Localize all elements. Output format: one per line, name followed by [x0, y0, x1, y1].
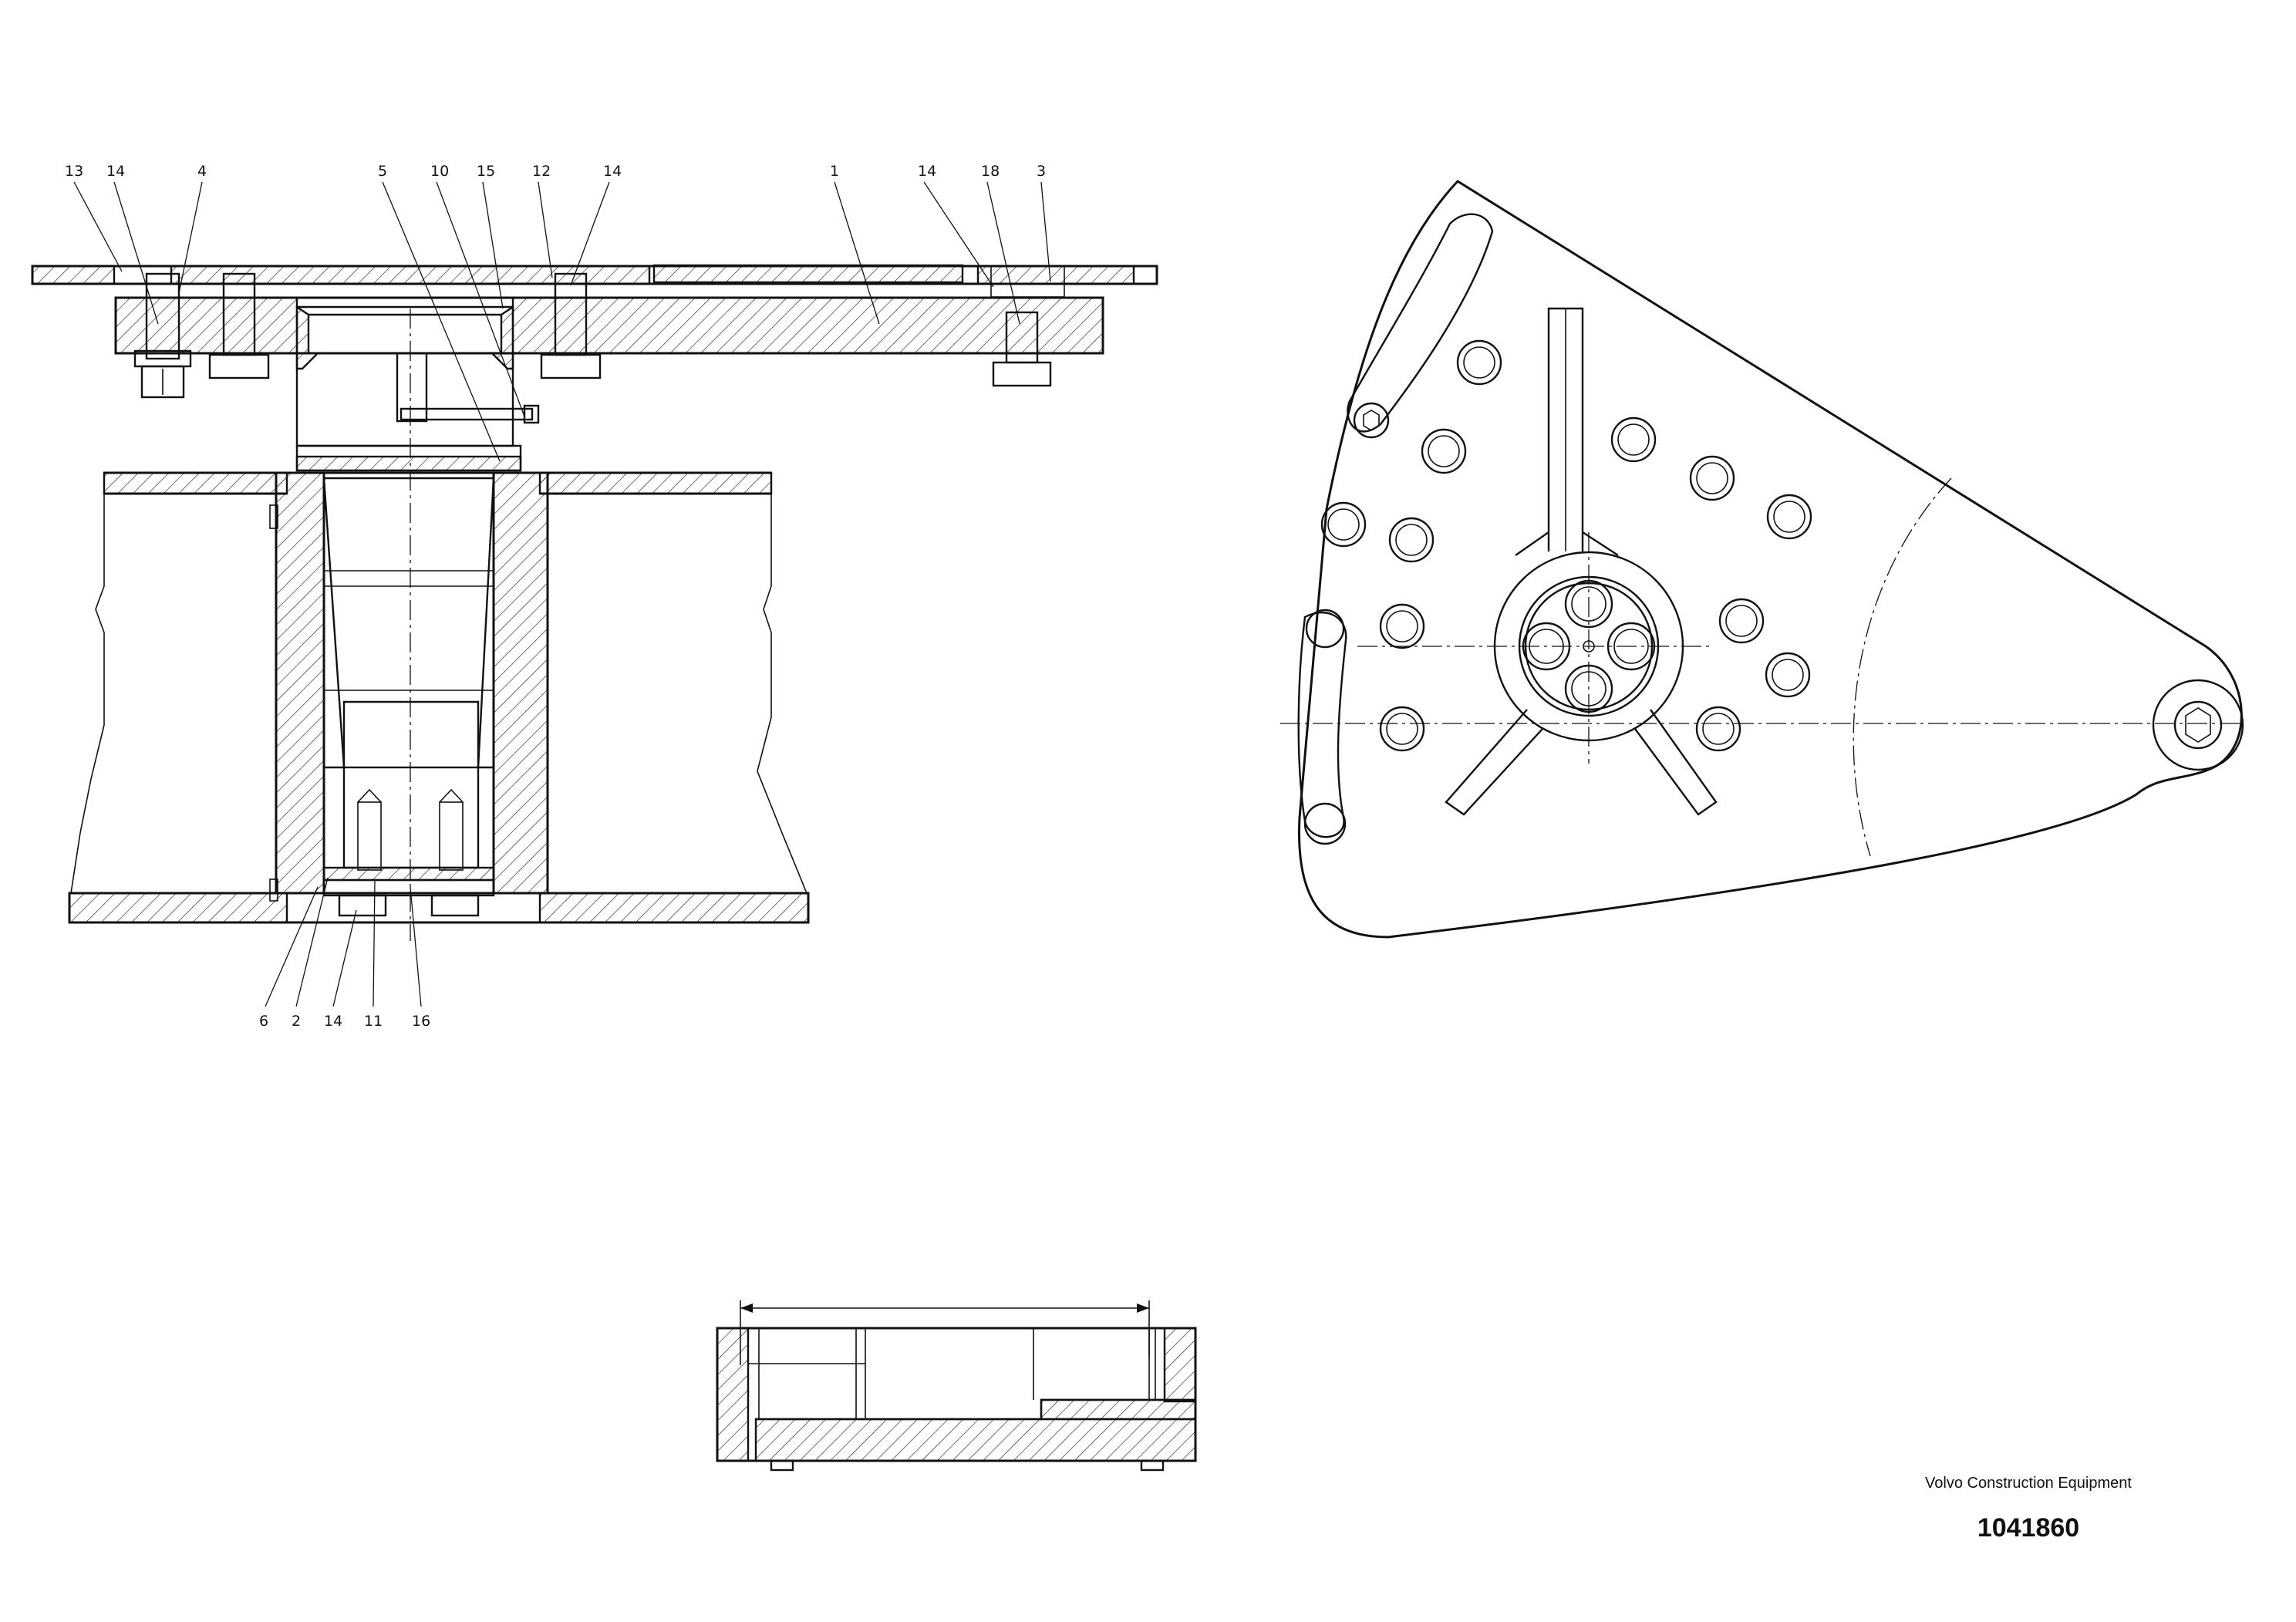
- callout-11: 11: [364, 1013, 383, 1030]
- callout-15: 15: [477, 163, 495, 180]
- callout-3: 3: [1037, 163, 1046, 180]
- upper-slot: [1347, 213, 1494, 433]
- callout-5: 5: [378, 163, 387, 180]
- callout-14c: 14: [918, 163, 936, 180]
- callout-14d: 14: [324, 1013, 342, 1030]
- callout-12: 12: [532, 163, 551, 180]
- callouts-top: 13 14 4 5 10 15 12 14 1 14 18 3: [65, 163, 1051, 462]
- callout-13: 13: [65, 163, 83, 180]
- bearing-housing: [295, 352, 540, 472]
- detail-section: [716, 1300, 1197, 1472]
- top-plate: [31, 264, 1158, 355]
- callout-10: 10: [430, 163, 449, 180]
- callouts-bottom: 6 2 14 11 16: [259, 877, 430, 1030]
- spindle: [322, 309, 495, 941]
- center-hub: [1445, 307, 1718, 816]
- callout-18: 18: [981, 163, 1000, 180]
- column-walls: [269, 471, 549, 902]
- callout-16: 16: [412, 1013, 430, 1030]
- frame-tube: [68, 471, 810, 924]
- section-view: 13 14 4 5 10 15 12 14 1 14 18 3: [31, 163, 1158, 1030]
- callout-14a: 14: [106, 163, 125, 180]
- plate-bolts: [133, 265, 1065, 399]
- drawing-number: 1041860: [1977, 1513, 2080, 1543]
- company-name: Volvo Construction Equipment: [1925, 1475, 2132, 1492]
- callout-14b: 14: [603, 163, 622, 180]
- callout-2: 2: [292, 1013, 301, 1030]
- pivot-boss: [2152, 679, 2244, 771]
- callout-6: 6: [259, 1013, 268, 1030]
- callout-1: 1: [830, 163, 839, 180]
- callout-4: 4: [197, 163, 207, 180]
- hole-pattern: [1320, 339, 1812, 752]
- triangular-plate: [1297, 180, 2243, 939]
- plan-view: [1280, 180, 2244, 939]
